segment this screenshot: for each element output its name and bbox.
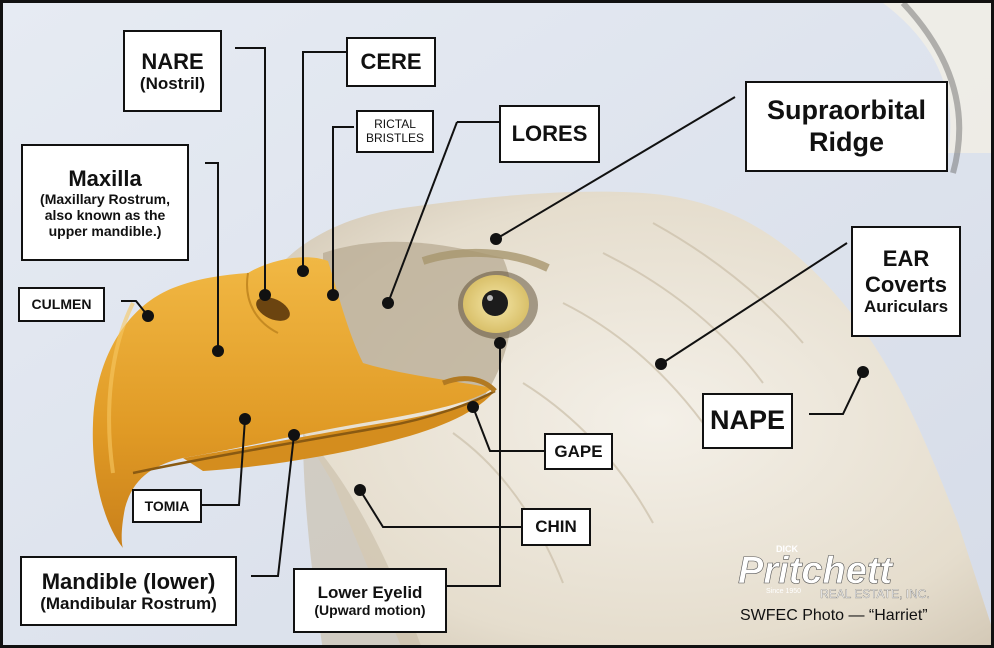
chin-title: CHIN xyxy=(535,517,577,537)
cere-label: CERE xyxy=(346,37,436,87)
rictal-bristles-label: RICTAL BRISTLES xyxy=(356,110,434,153)
svg-text:REAL ESTATE, INC.: REAL ESTATE, INC. xyxy=(820,587,930,601)
eyelid-title: Lower Eyelid xyxy=(317,582,423,602)
ear-line-1: EAR xyxy=(882,246,930,272)
rictal-line-2: BRISTLES xyxy=(365,130,425,145)
lower-eyelid-label: Lower Eyelid (Upward motion) xyxy=(293,568,447,633)
supraorbital-line-2: Ridge xyxy=(808,126,884,157)
nape-title: NAPE xyxy=(709,405,785,436)
culmen-title: CULMEN xyxy=(31,296,92,313)
mandible-title: Mandible (lower) xyxy=(41,568,216,594)
supraorbital-ridge-label: Supraorbital Ridge xyxy=(745,81,948,172)
chin-label: CHIN xyxy=(521,508,591,546)
ear-line-2: Coverts xyxy=(865,271,947,297)
maxilla-label: Maxilla (Maxillary Rostrum, also known a… xyxy=(21,144,189,261)
svg-text:Pritchett: Pritchett xyxy=(738,550,893,592)
rictal-line-1: RICTAL xyxy=(374,116,416,131)
pritchett-logo: DICK Pritchett Since 1950 REAL ESTATE, I… xyxy=(738,544,930,601)
maxilla-sub-3: upper mandible.) xyxy=(48,223,162,240)
maxilla-title: Maxilla xyxy=(68,165,142,191)
lores-title: LORES xyxy=(511,121,588,147)
maxilla-sub-1: (Maxillary Rostrum, xyxy=(40,191,170,207)
nare-subtitle: (Nostril) xyxy=(139,73,206,93)
mandible-label: Mandible (lower) (Mandibular Rostrum) xyxy=(20,556,237,626)
gape-title: GAPE xyxy=(554,441,603,461)
culmen-label: CULMEN xyxy=(18,287,105,322)
svg-text:DICK: DICK xyxy=(776,544,798,554)
eyelid-subtitle: (Upward motion) xyxy=(314,602,426,619)
nape-label: NAPE xyxy=(702,393,793,449)
ear-line-3: Auriculars xyxy=(863,297,949,317)
ear-coverts-label: EAR Coverts Auriculars xyxy=(851,226,961,337)
supraorbital-line-1: Supraorbital xyxy=(766,95,927,126)
tomia-title: TOMIA xyxy=(144,497,190,514)
gape-label: GAPE xyxy=(544,433,613,470)
photo-credit: SWFEC Photo — “Harriet” xyxy=(740,607,928,624)
maxilla-sub-2: also known as the xyxy=(44,207,166,224)
nare-label: NARE (Nostril) xyxy=(123,30,222,112)
cere-title: CERE xyxy=(360,49,422,75)
tomia-label: TOMIA xyxy=(132,489,202,523)
nare-title: NARE xyxy=(141,48,204,74)
lores-label: LORES xyxy=(499,105,600,163)
svg-text:Since 1950: Since 1950 xyxy=(766,588,801,595)
mandible-subtitle: (Mandibular Rostrum) xyxy=(40,593,217,613)
